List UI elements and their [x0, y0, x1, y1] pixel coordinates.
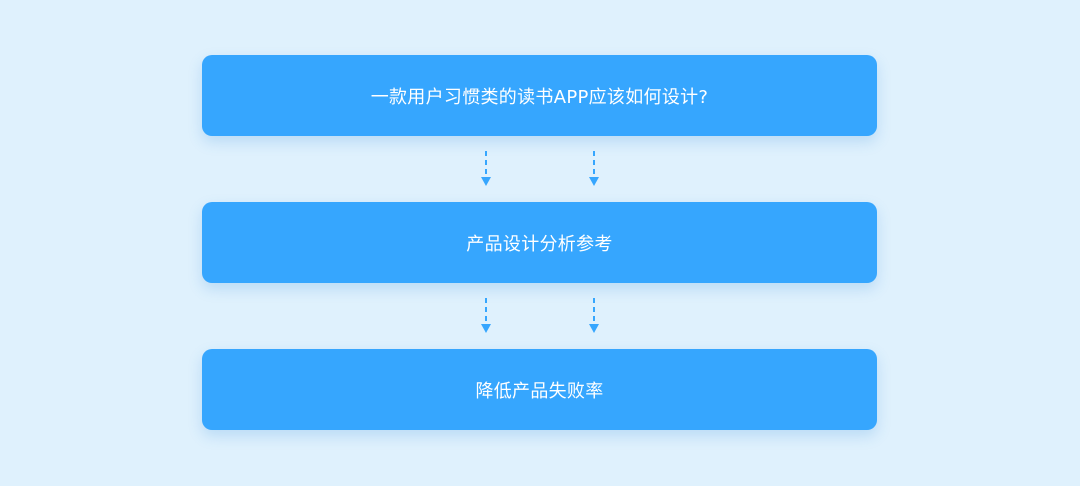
flow-step-label: 一款用户习惯类的读书APP应该如何设计?	[370, 86, 709, 108]
flow-step-analysis: 产品设计分析参考	[202, 202, 877, 283]
dashed-arrow-down-icon	[589, 151, 599, 186]
flow-step-label: 产品设计分析参考	[466, 233, 613, 255]
flow-step-label: 降低产品失败率	[475, 380, 604, 402]
flow-step-outcome: 降低产品失败率	[202, 349, 877, 430]
dashed-arrow-down-icon	[481, 151, 491, 186]
dashed-arrow-down-icon	[481, 298, 491, 333]
dashed-arrow-down-icon	[589, 298, 599, 333]
flow-step-question: 一款用户习惯类的读书APP应该如何设计?	[202, 55, 877, 136]
